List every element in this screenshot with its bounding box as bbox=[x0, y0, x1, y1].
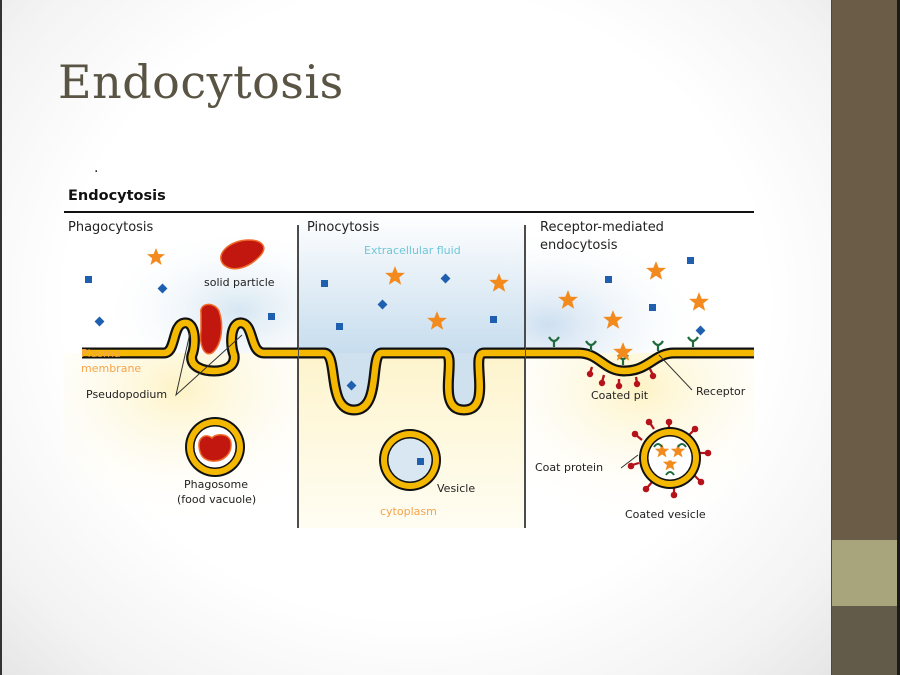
label-membrane: membrane bbox=[81, 362, 142, 375]
molecule-square bbox=[605, 276, 612, 283]
receptor-panel-bg bbox=[526, 213, 754, 528]
label-pseudopodium: Pseudopodium bbox=[86, 388, 168, 401]
sidebar-accent-block bbox=[832, 540, 900, 606]
label-food-vacuole: (food vacuole) bbox=[177, 493, 257, 506]
molecule-square bbox=[687, 257, 694, 264]
coated-vesicle bbox=[627, 418, 712, 499]
molecule-square bbox=[695, 325, 706, 336]
molecule-square bbox=[649, 304, 656, 311]
label-plasma: Plasma bbox=[81, 347, 121, 360]
endocytosis-figure: Endocytosis Phagocytosis solid particle … bbox=[64, 185, 754, 530]
figure-heading: Endocytosis bbox=[68, 188, 166, 204]
label-coat-protein: Coat protein bbox=[535, 461, 604, 474]
coat-proteins bbox=[586, 366, 657, 390]
phagocytosis-panel-bg bbox=[64, 213, 297, 528]
label-receptor: Receptor bbox=[696, 385, 746, 398]
molecule-square bbox=[85, 276, 92, 283]
phagosome-particle bbox=[198, 433, 232, 462]
panel-title-pinocytosis: Pinocytosis bbox=[307, 220, 380, 235]
engulfed-particle bbox=[199, 303, 223, 355]
molecule-square bbox=[321, 280, 328, 287]
molecule-square bbox=[157, 283, 168, 294]
label-phagosome: Phagosome bbox=[184, 478, 249, 491]
molecule-square bbox=[417, 458, 424, 465]
molecule-square bbox=[268, 313, 275, 320]
solid-particle bbox=[220, 239, 265, 270]
pseudopodium-pointer bbox=[175, 332, 243, 397]
plasma-membrane bbox=[299, 349, 525, 414]
pinocytosis-diagram bbox=[299, 266, 525, 491]
receptor-pointer bbox=[658, 354, 693, 391]
slide-canvas: Endocytosis . bbox=[0, 0, 831, 675]
sidebar-bottom-block bbox=[832, 606, 900, 675]
label-extracellular-fluid: Extracellular fluid bbox=[364, 244, 461, 257]
receptors bbox=[548, 336, 699, 365]
molecule-square bbox=[490, 316, 497, 323]
plasma-membrane bbox=[82, 319, 298, 375]
window-edge bbox=[897, 0, 900, 675]
label-vesicle: Vesicle bbox=[437, 482, 476, 495]
label-solid-particle: solid particle bbox=[204, 276, 275, 289]
panel-title-receptor-mediated-1: Receptor-mediated bbox=[540, 220, 664, 235]
slide-theme-sidebar bbox=[831, 0, 900, 675]
receptor-mediated-diagram bbox=[526, 257, 754, 499]
bullet-marker: . bbox=[94, 160, 99, 176]
label-coated-pit: Coated pit bbox=[591, 389, 649, 402]
panel-title-phagocytosis: Phagocytosis bbox=[68, 220, 154, 235]
plasma-membrane bbox=[526, 349, 754, 375]
panel-title-receptor-mediated-2: endocytosis bbox=[540, 238, 618, 253]
label-coated-vesicle: Coated vesicle bbox=[625, 508, 706, 521]
molecule-square bbox=[336, 323, 343, 330]
coat-protein-pointer bbox=[620, 454, 639, 469]
phagocytosis-diagram bbox=[82, 239, 298, 477]
slide-title: Endocytosis bbox=[58, 55, 344, 109]
label-cytoplasm: cytoplasm bbox=[380, 505, 437, 518]
